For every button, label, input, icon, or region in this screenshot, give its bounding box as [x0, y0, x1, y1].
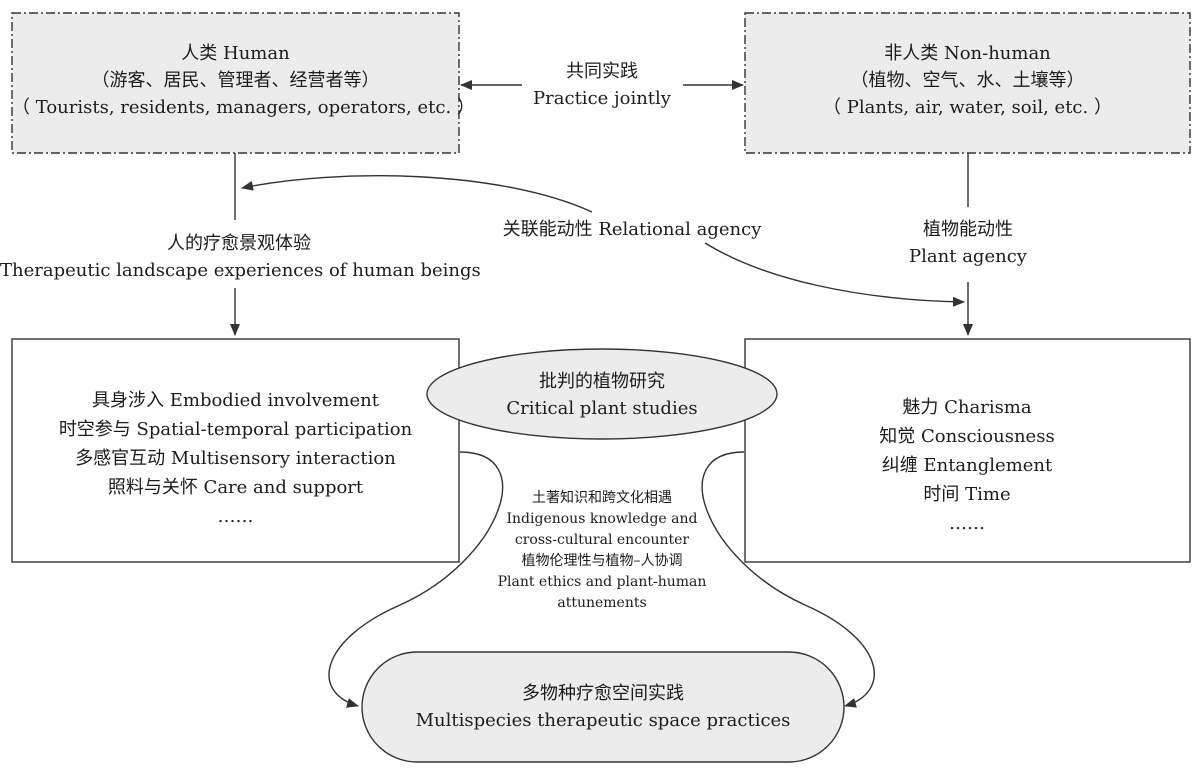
critical-plant-studies-ellipse	[426, 348, 778, 440]
plant-agency-list: 魅力 Charisma 知觉 Consciousness 纠缠 Entangle…	[842, 393, 1092, 538]
practice-jointly-label: 共同实践 Practice jointly	[502, 58, 702, 112]
right-curve-to-bottom	[701, 451, 875, 708]
human-experience-box-frame	[11, 338, 460, 563]
relational-agency-label: 关联能动性 Relational agency	[502, 219, 762, 240]
critical-plant-studies: 批判的植物研究 Critical plant studies	[452, 368, 752, 422]
middle-note-line: 土著知识和跨文化相遇	[532, 490, 672, 506]
critical-plant-studies-zh: 批判的植物研究	[539, 371, 665, 392]
human-box: 人类 Human （游客、居民、管理者、经营者等） （ Tourists, re…	[12, 40, 475, 121]
human-box-frame	[11, 12, 460, 154]
therapeutic-experience-zh: 人的疗愈景观体验	[167, 233, 311, 254]
human-title: 人类 Human	[181, 43, 290, 64]
plant-agency-zh: 植物能动性	[923, 219, 1013, 240]
human-list-item: ……	[217, 506, 254, 527]
middle-note-line: cross-cultural encounter	[514, 532, 690, 548]
plant-agency-box-frame	[744, 338, 1191, 563]
left-curve-to-bottom	[328, 451, 504, 708]
multispecies-practices: 多物种疗愈空间实践 Multispecies therapeutic space…	[362, 680, 844, 734]
plant-agency-label: 植物能动性 Plant agency	[868, 216, 1068, 270]
human-list-item: 多感官互动 Multisensory interaction	[75, 448, 396, 469]
middle-notes: 土著知识和跨文化相遇 Indigenous knowledge and cros…	[487, 488, 717, 614]
nonhuman-examples-en: （ Plants, air, water, soil, etc. ）	[823, 97, 1112, 118]
plant-agency-en: Plant agency	[909, 246, 1027, 267]
human-list-item: 具身涉入 Embodied involvement	[92, 390, 379, 411]
multispecies-en: Multispecies therapeutic space practices	[415, 710, 791, 731]
plant-list-item: 魅力 Charisma	[902, 397, 1032, 418]
therapeutic-experience-en: Therapeutic landscape experiences of hum…	[0, 260, 481, 281]
plant-list-item: 时间 Time	[923, 484, 1011, 505]
human-list-item: 时空参与 Spatial-temporal participation	[58, 419, 413, 440]
plant-list-item: 纠缠 Entanglement	[881, 455, 1053, 476]
nonhuman-box-frame	[744, 12, 1191, 154]
nonhuman-box: 非人类 Non-human （植物、空气、水、土壤等） （ Plants, ai…	[745, 40, 1190, 121]
multispecies-box-frame	[361, 651, 845, 763]
nonhuman-examples-zh: （植物、空气、水、土壤等）	[850, 70, 1085, 91]
multispecies-zh: 多物种疗愈空间实践	[522, 683, 684, 704]
human-examples-zh: （游客、居民、管理者、经营者等）	[91, 70, 380, 91]
nonhuman-title: 非人类 Non-human	[884, 43, 1051, 64]
relational-curve-left	[241, 175, 593, 213]
human-experience-list: 具身涉入 Embodied involvement 时空参与 Spatial-t…	[12, 386, 459, 531]
practice-jointly-zh: 共同实践	[566, 61, 638, 82]
therapeutic-experience-label: 人的疗愈景观体验 Therapeutic landscape experienc…	[0, 230, 481, 284]
middle-note-line: attunements	[557, 595, 647, 611]
plant-list-item: 知觉 Consciousness	[879, 426, 1055, 447]
human-examples-en: （ Tourists, residents, managers, operato…	[12, 97, 475, 118]
plant-list-item: ……	[949, 513, 985, 534]
relational-curve-right	[704, 242, 965, 307]
human-list-item: 照料与关怀 Care and support	[107, 477, 364, 498]
critical-plant-studies-en: Critical plant studies	[506, 398, 698, 419]
practice-jointly-en: Practice jointly	[533, 88, 671, 109]
middle-note-line: 植物伦理性与植物–人协调	[521, 553, 683, 569]
middle-note-line: Plant ethics and plant-human	[497, 574, 707, 590]
middle-note-line: Indigenous knowledge and	[506, 511, 698, 527]
